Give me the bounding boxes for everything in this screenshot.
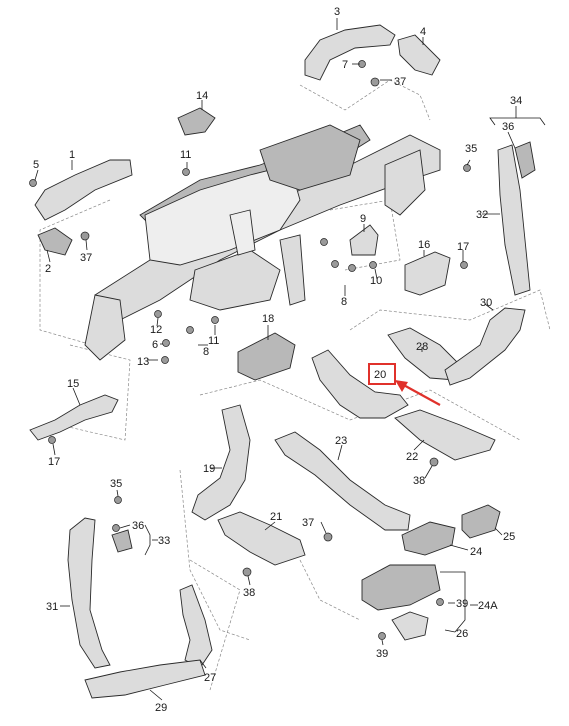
label-14: 14 <box>196 90 208 102</box>
label-26: 26 <box>456 628 468 640</box>
highlight-arrowhead <box>395 380 408 392</box>
duct-adapter-2 <box>37 227 73 256</box>
label-34: 34 <box>510 95 522 107</box>
air-duct-15 <box>29 394 119 441</box>
label-28: 28 <box>416 341 428 353</box>
label-7: 7 <box>342 59 348 71</box>
label-33: 33 <box>158 535 170 547</box>
callout-labels: 3 4 7 37 14 34 36 35 1 11 5 32 9 16 17 3… <box>33 6 522 714</box>
highlight-arrow <box>399 382 441 406</box>
bracket-26 <box>391 611 429 641</box>
air-duct-32 <box>497 144 531 296</box>
air-duct-19 <box>191 404 251 521</box>
label-15: 15 <box>67 378 79 390</box>
fasteners <box>29 60 471 640</box>
label-32: 32 <box>476 209 488 221</box>
label-11: 11 <box>180 149 191 161</box>
label-35: 35 <box>465 143 477 155</box>
label-4: 4 <box>420 26 426 38</box>
label-12: 12 <box>150 324 162 336</box>
air-duct-3 <box>304 24 396 81</box>
label-17: 17 <box>48 456 60 468</box>
leader-lines <box>34 18 546 701</box>
dashboard-crossmember-assembly <box>84 124 441 361</box>
highlight <box>368 363 441 406</box>
label-27: 27 <box>204 672 216 684</box>
air-duct-31 <box>67 517 111 669</box>
air-duct-1 <box>34 159 133 221</box>
bracket-9 <box>349 224 379 256</box>
label-10: 10 <box>370 275 382 287</box>
label-31: 31 <box>46 601 58 613</box>
label-22: 22 <box>406 451 418 463</box>
air-duct-30 <box>444 307 526 386</box>
label-8: 8 <box>341 296 347 308</box>
air-channel-18 <box>237 332 296 381</box>
air-duct-20 <box>311 349 409 419</box>
vent-33 <box>111 529 133 553</box>
label-39: 39 <box>456 598 468 610</box>
label-38: 38 <box>413 475 425 487</box>
label-1: 1 <box>69 149 75 161</box>
vent-24 <box>401 521 456 556</box>
label-16: 16 <box>418 239 430 251</box>
label-21: 21 <box>270 511 282 523</box>
air-duct-23 <box>274 431 411 531</box>
label-5: 5 <box>33 159 39 171</box>
air-duct-29 <box>84 659 206 699</box>
label-37: 37 <box>80 252 92 264</box>
label-11: 11 <box>208 335 219 347</box>
label-39: 39 <box>376 648 388 660</box>
label-6: 6 <box>152 339 158 351</box>
label-36: 36 <box>132 520 144 532</box>
label-37: 37 <box>394 76 406 88</box>
label-18: 18 <box>262 313 274 325</box>
label-19: 19 <box>203 463 215 475</box>
air-duct-21 <box>217 511 306 566</box>
label-36: 36 <box>502 121 514 133</box>
bracket-14 <box>177 107 216 136</box>
air-duct-4 <box>397 34 441 76</box>
label-35: 35 <box>110 478 122 490</box>
vent-25 <box>461 504 501 539</box>
label-24a: 24A <box>478 600 498 612</box>
label-13: 13 <box>137 356 149 368</box>
label-30: 30 <box>480 297 492 309</box>
label-38: 38 <box>243 587 255 599</box>
air-duct-27 <box>179 584 213 669</box>
label-20: 20 <box>374 369 386 381</box>
label-3: 3 <box>334 6 340 18</box>
label-23: 23 <box>335 435 347 447</box>
vent-assembly-24a <box>361 564 441 611</box>
label-2: 2 <box>45 263 51 275</box>
bracket-16 <box>404 251 451 296</box>
label-8: 8 <box>203 346 209 358</box>
label-17: 17 <box>457 241 469 253</box>
label-37: 37 <box>302 517 314 529</box>
highlight-box <box>368 363 396 385</box>
air-duct-22 <box>394 409 496 461</box>
label-24: 24 <box>470 546 482 558</box>
label-29: 29 <box>155 702 167 714</box>
vent-34 <box>514 141 536 179</box>
label-25: 25 <box>503 531 515 543</box>
label-9: 9 <box>360 213 366 225</box>
